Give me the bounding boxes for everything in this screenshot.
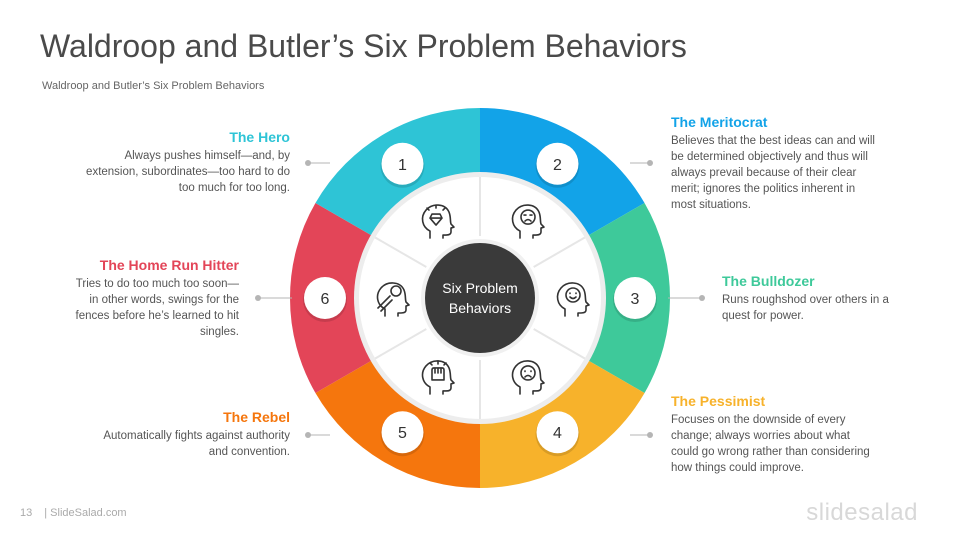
badge-number: 4 (553, 425, 562, 442)
description-line: always prevail because of their clear (671, 167, 857, 179)
connector-dot (255, 295, 261, 301)
description-line: quest for power. (722, 310, 804, 322)
behavior-title: The Rebel (223, 409, 290, 425)
behavior-title: The Meritocrat (671, 114, 768, 130)
connector-dot (647, 432, 653, 438)
center-label-line1: Six Problem (442, 280, 517, 296)
behavior-title: The Bulldozer (722, 273, 815, 289)
description-line: and convention. (208, 446, 290, 458)
diamond-head-icon (421, 204, 455, 239)
behavior-title: The Hero (229, 129, 290, 145)
behavior-description: Always pushes himself—and, by extension, … (35, 148, 290, 196)
description-line: in other words, swings for the (89, 294, 239, 306)
segment-divider (533, 328, 586, 360)
description-line: Tries to do too much too soon— (75, 278, 239, 290)
description-line: fences before he’s learned to hit (75, 310, 239, 322)
badge-number: 3 (631, 291, 640, 308)
badge-number: 5 (398, 425, 407, 442)
description-line: merit; ignores the politics inherent in (671, 183, 856, 195)
segment-divider (374, 328, 427, 360)
segment-divider (533, 236, 586, 268)
description-line: how things could improve. (671, 462, 804, 474)
brand-logo: slidesalad (806, 499, 918, 526)
number-badge-4 (536, 411, 579, 454)
behavior-title: The Home Run Hitter (99, 257, 239, 273)
description-line: extension, subordinates—too hard to do (86, 166, 290, 178)
connector-dot (305, 160, 311, 166)
connector-dot (647, 160, 653, 166)
page-title: Waldroop and Butler’s Six Problem Behavi… (40, 28, 687, 64)
smiling-head-icon (556, 282, 590, 317)
badge-number: 1 (398, 157, 407, 174)
page-number: 13 (20, 507, 33, 519)
behavior-description: Believes that the best ideas can and wil… (671, 133, 926, 213)
behavior-description: Tries to do too much too soon— in other w… (0, 276, 239, 340)
description-line: could go wrong rather than considering (671, 446, 870, 458)
sad-head-icon (511, 360, 545, 395)
description-line: singles. (200, 326, 239, 338)
description-line: be determined objectively and thus will (671, 151, 868, 163)
number-badge-6 (304, 277, 346, 319)
badge-number: 2 (553, 157, 562, 174)
behavior-description: Automatically fights against authority an… (35, 428, 290, 460)
fist-head-icon (421, 360, 455, 395)
description-line: Always pushes himself—and, by (124, 150, 290, 162)
behavior-description: Focuses on the downside of every change; … (671, 412, 926, 476)
description-line: Runs roughshod over others in a (722, 294, 889, 306)
description-line: most situations. (671, 199, 751, 211)
page-subtitle: Waldroop and Butler’s Six Problem Behavi… (42, 80, 265, 92)
center-label-line2: Behaviors (449, 300, 511, 316)
ball-head-icon (376, 282, 410, 317)
number-badge-2 (536, 142, 579, 185)
frowning-head-icon (511, 204, 545, 239)
description-line: change; always worries about what (671, 430, 850, 442)
number-badge-1 (381, 142, 424, 185)
segment-divider (374, 236, 427, 268)
description-line: Automatically fights against authority (103, 430, 290, 442)
description-line: Believes that the best ideas can and wil… (671, 135, 875, 147)
connector-dot (699, 295, 705, 301)
behavior-title: The Pessimist (671, 393, 766, 409)
footer-text: | SlideSalad.com (44, 507, 127, 519)
connector-dot (305, 432, 311, 438)
badge-number: 6 (321, 291, 330, 308)
description-line: too much for too long. (178, 182, 290, 194)
center-circle (425, 243, 535, 353)
behavior-description: Runs roughshod over others in a quest for… (722, 292, 960, 324)
footer: 13 | SlideSalad.com (20, 507, 133, 519)
number-badge-5 (381, 411, 424, 454)
description-line: Focuses on the downside of every (671, 414, 846, 426)
number-badge-3 (614, 277, 656, 319)
